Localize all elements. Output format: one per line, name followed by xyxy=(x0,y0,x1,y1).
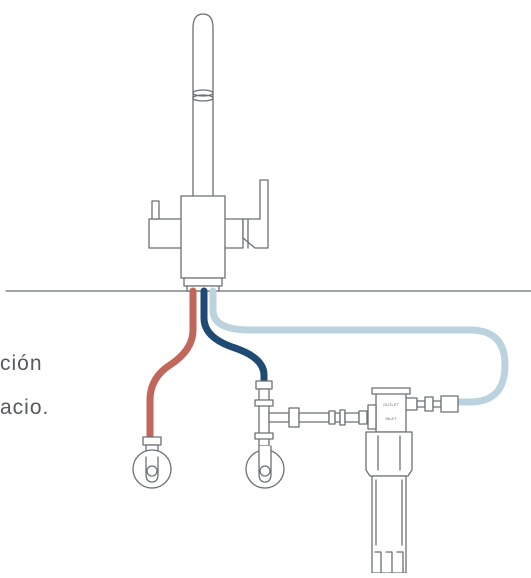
water-filter-cartridge-icon xyxy=(365,387,459,574)
cold-water-hose xyxy=(200,287,268,386)
filter-outlet-label: OUTLET xyxy=(383,402,399,407)
caption-line-2: acio. xyxy=(0,396,50,419)
three-way-tap-icon xyxy=(148,13,269,292)
hot-angle-valve-icon xyxy=(132,436,172,489)
cold-angle-valve-icon xyxy=(245,380,376,489)
hot-water-hose xyxy=(146,287,197,442)
filter-inlet-label: INLET xyxy=(385,416,397,421)
filtered-water-hose xyxy=(209,287,509,406)
caption-line-1: ción xyxy=(0,352,43,375)
